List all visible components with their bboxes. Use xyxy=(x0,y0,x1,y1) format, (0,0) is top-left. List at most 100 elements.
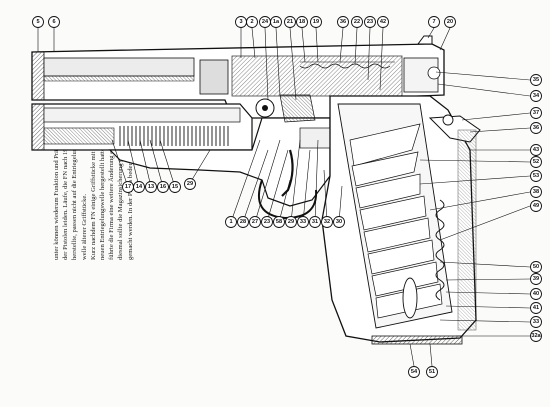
svg-text:38: 38 xyxy=(533,189,539,195)
callout-29-lower: 29 xyxy=(285,216,297,228)
barrel-and-recoil-spring xyxy=(31,103,253,151)
callout-7: 7 xyxy=(428,16,440,28)
callout-20: 20 xyxy=(444,16,456,28)
svg-text:22: 22 xyxy=(354,19,360,25)
callout-15: 15 xyxy=(169,181,181,193)
svg-text:16: 16 xyxy=(160,184,166,190)
svg-text:23: 23 xyxy=(367,19,373,25)
svg-text:3: 3 xyxy=(239,19,242,25)
svg-text:30: 30 xyxy=(336,219,342,225)
callout-16: 16 xyxy=(157,181,169,193)
callout-28: 28 xyxy=(237,216,249,228)
callout-49: 49 xyxy=(530,200,542,212)
callout-23-lower: 23 xyxy=(261,216,273,228)
callout-39: 39 xyxy=(530,273,542,285)
svg-text:29: 29 xyxy=(288,219,294,225)
svg-text:53: 53 xyxy=(533,173,539,179)
svg-text:32: 32 xyxy=(324,219,330,225)
callout-54: 54 xyxy=(408,366,420,378)
callout-3: 3 xyxy=(235,16,247,28)
callouts-bottom: 54 51 xyxy=(408,366,438,378)
svg-text:52: 52 xyxy=(533,159,539,165)
callout-27: 27 xyxy=(249,216,261,228)
callout-35: 35 xyxy=(530,74,542,86)
callout-23: 23 xyxy=(364,16,376,28)
callout-34: 34 xyxy=(530,90,542,102)
svg-text:32a: 32a xyxy=(531,333,541,339)
svg-text:7: 7 xyxy=(432,19,435,25)
callout-6: 6 xyxy=(48,16,60,28)
callout-1a: 1a xyxy=(270,16,282,28)
svg-text:14: 14 xyxy=(136,184,143,190)
callouts-lower-left: 17 14 13 16 15 29 xyxy=(122,178,196,193)
callout-17: 17 xyxy=(122,181,134,193)
svg-text:37: 37 xyxy=(533,110,539,116)
svg-text:43: 43 xyxy=(533,147,539,153)
callout-43: 43 xyxy=(530,144,542,156)
svg-text:29: 29 xyxy=(187,181,193,187)
callout-36: 36 xyxy=(337,16,349,28)
svg-text:23: 23 xyxy=(264,219,270,225)
callouts-top: 5 6 3 2 24 1a 21 18 19 36 22 23 42 7 20 xyxy=(32,16,456,28)
svg-text:49: 49 xyxy=(533,203,539,209)
callouts-right: 35 34 37 36 43 52 53 38 49 50 39 40 41 3… xyxy=(530,74,542,342)
svg-text:17: 17 xyxy=(125,184,131,190)
frame-and-trigger-guard xyxy=(108,94,349,220)
callout-37: 37 xyxy=(530,107,542,119)
svg-text:51: 51 xyxy=(429,369,435,375)
callout-36-right: 36 xyxy=(530,122,542,134)
callout-2: 2 xyxy=(246,16,258,28)
callout-1: 1 xyxy=(225,216,237,228)
svg-text:33: 33 xyxy=(533,319,539,325)
svg-text:6: 6 xyxy=(52,19,55,25)
callout-52: 52 xyxy=(530,156,542,168)
svg-text:5: 5 xyxy=(36,19,39,25)
svg-text:41: 41 xyxy=(533,305,539,311)
callout-38: 38 xyxy=(530,186,542,198)
svg-text:54: 54 xyxy=(411,369,418,375)
callout-14: 14 xyxy=(133,181,145,193)
callout-51: 51 xyxy=(426,366,438,378)
callout-32a: 32a xyxy=(530,330,542,342)
svg-text:40: 40 xyxy=(533,291,539,297)
grip-and-magazine xyxy=(321,95,481,345)
svg-text:39: 39 xyxy=(533,276,539,282)
svg-text:42: 42 xyxy=(380,19,386,25)
svg-text:19: 19 xyxy=(313,19,319,25)
callout-42: 42 xyxy=(377,16,389,28)
callout-18: 18 xyxy=(296,16,308,28)
callout-41: 41 xyxy=(530,302,542,314)
leader-lines xyxy=(37,27,531,367)
callout-53: 53 xyxy=(530,170,542,182)
callouts-lower-mid: 1 28 27 23 58 29 33 31 32 30 xyxy=(225,216,345,228)
svg-text:36: 36 xyxy=(533,125,539,131)
svg-text:35: 35 xyxy=(533,77,539,83)
svg-text:31: 31 xyxy=(312,219,318,225)
callout-5: 5 xyxy=(32,16,44,28)
callout-33-right: 33 xyxy=(530,316,542,328)
callout-21: 21 xyxy=(284,16,296,28)
callout-50: 50 xyxy=(530,261,542,273)
callout-24: 24 xyxy=(259,16,271,28)
callout-29: 29 xyxy=(184,178,196,190)
svg-text:18: 18 xyxy=(299,19,305,25)
callout-13: 13 xyxy=(145,181,157,193)
svg-text:15: 15 xyxy=(172,184,178,190)
svg-text:33: 33 xyxy=(300,219,306,225)
svg-text:1a: 1a xyxy=(273,19,280,25)
svg-text:21: 21 xyxy=(287,19,293,25)
svg-text:34: 34 xyxy=(533,93,540,99)
svg-text:2: 2 xyxy=(250,19,253,25)
svg-text:20: 20 xyxy=(447,19,453,25)
callout-22: 22 xyxy=(351,16,363,28)
svg-text:28: 28 xyxy=(240,219,246,225)
slide xyxy=(31,35,445,119)
svg-text:36: 36 xyxy=(340,19,346,25)
callout-40: 40 xyxy=(530,288,542,300)
callout-58: 58 xyxy=(273,216,285,228)
svg-text:24: 24 xyxy=(262,19,269,25)
callout-30: 30 xyxy=(333,216,345,228)
svg-text:1: 1 xyxy=(229,219,232,225)
